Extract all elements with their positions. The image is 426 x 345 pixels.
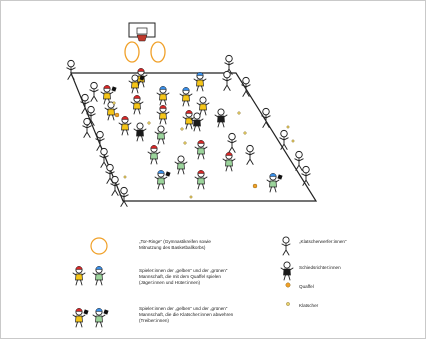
bludger-ball	[183, 141, 187, 145]
bludger-thrower-figure	[301, 165, 311, 186]
referee-figure	[190, 112, 204, 132]
legend-ring-icon	[90, 237, 108, 255]
yellow-player-figure	[156, 86, 170, 106]
green-player-figure	[194, 140, 208, 160]
yellow-player-figure	[118, 116, 132, 136]
referee-figure	[214, 108, 228, 128]
legend-bludger-icon	[286, 302, 290, 306]
quaffle-ball	[252, 183, 258, 189]
legend-bludger-text: Klatscher	[299, 303, 319, 308]
bludger-thrower-figure	[66, 59, 76, 80]
bludger-ball	[291, 139, 295, 143]
legend-quaffle-text: Quaffel	[299, 284, 314, 289]
referee-figure	[133, 122, 147, 142]
bludger-thrower-figure	[99, 147, 109, 168]
bludger-thrower-figure	[222, 70, 232, 91]
bludger-thrower-figure	[279, 129, 289, 150]
green-player-figure	[92, 266, 106, 286]
legend-referees-text: Schiedsrichter:innen	[299, 265, 341, 270]
bludger-thrower-figure	[281, 236, 291, 256]
bludger-ball	[112, 101, 116, 105]
yellow-player-figure	[72, 308, 89, 328]
hoop-ring	[124, 41, 140, 63]
green-player-figure	[147, 145, 161, 165]
bludger-ball	[180, 127, 184, 131]
legend-quaffle-icon	[285, 282, 291, 288]
bludger-thrower-figure	[82, 117, 92, 138]
yellow-player-figure	[104, 101, 118, 121]
legend-bludger-throwers-text: „Klatscherwerfer:innen“	[299, 239, 347, 244]
hoop-ring	[150, 41, 166, 63]
green-player-figure	[194, 170, 208, 190]
bludger-thrower-figure	[294, 150, 304, 171]
yellow-player-figure	[128, 74, 145, 94]
playing-field	[70, 72, 318, 202]
bludger-thrower-figure	[80, 93, 90, 114]
yellow-player-figure	[179, 87, 193, 107]
yellow-player-figure	[156, 105, 170, 125]
bludger-thrower-figure	[224, 54, 234, 75]
referee-figure	[280, 261, 294, 281]
bludger-thrower-figure	[119, 186, 129, 207]
bludger-thrower-figure	[86, 105, 96, 126]
bludger-thrower-figure	[241, 76, 251, 97]
green-player-figure	[174, 155, 188, 175]
green-player-figure	[154, 170, 171, 190]
bludger-ball	[286, 125, 290, 129]
yellow-player-figure	[72, 266, 86, 286]
green-player-figure	[92, 308, 109, 328]
yellow-player-figure	[130, 95, 144, 115]
bludger-thrower-figure	[227, 132, 237, 153]
green-player-figure	[222, 152, 236, 172]
yellow-player-figure	[100, 85, 117, 105]
bludger-thrower-figure	[245, 144, 255, 165]
bludger-thrower-figure	[261, 107, 271, 128]
yellow-player-figure	[193, 72, 207, 92]
bludger-thrower-figure	[110, 175, 120, 196]
green-player-figure	[154, 125, 168, 145]
bludger-ball	[243, 131, 247, 135]
quaffle-ball	[114, 112, 120, 118]
bludger-ball	[237, 111, 241, 115]
bludger-thrower-figure	[105, 163, 115, 184]
yellow-player-figure	[196, 96, 210, 116]
hoop-rings	[124, 41, 166, 63]
legend-rings-text: „Tor-Ringe“ (Gymnastikreifen sowie Mitnu…	[139, 239, 211, 250]
basketball-hoop-icon	[128, 22, 156, 42]
bludger-thrower-figure	[95, 130, 105, 151]
green-player-figure	[266, 173, 283, 193]
bludger-ball	[123, 175, 127, 179]
bludger-ball	[147, 121, 151, 125]
legend-quaffle-players-text: Spieler:innen der „gelben“ und der „grün…	[139, 268, 228, 285]
legend-beaters-text: Spieler:innen der „gelben“ und der „grün…	[139, 306, 234, 323]
yellow-player-figure	[182, 110, 196, 130]
bludger-ball	[189, 195, 193, 199]
bludger-thrower-figure	[89, 81, 99, 102]
